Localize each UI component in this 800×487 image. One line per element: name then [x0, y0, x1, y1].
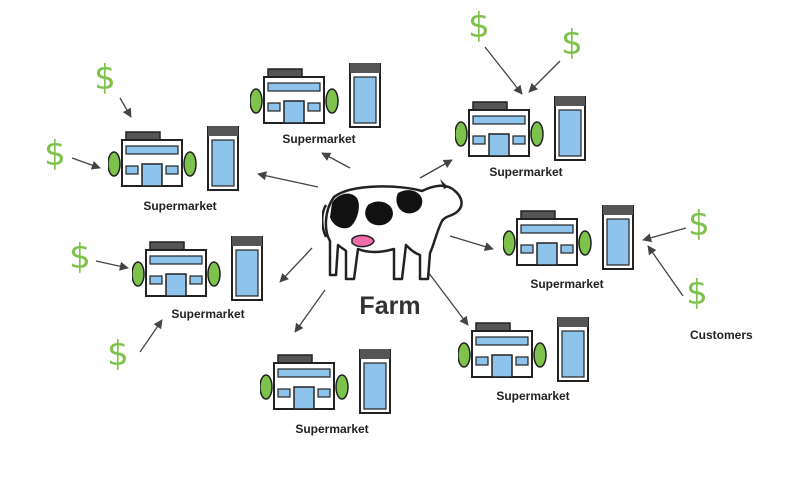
supermarket-label: Supermarket [496, 389, 570, 403]
supermarket-label: Supermarket [489, 165, 563, 179]
arrow-farm-to-supermarket-1 [257, 171, 319, 188]
customers-label: Customers [690, 328, 753, 342]
dollar-icon: $ [107, 334, 129, 374]
farm-label: Farm [359, 292, 421, 320]
arrow-farm-to-supermarket-3 [419, 159, 453, 179]
supermarket-icon [132, 236, 263, 301]
supermarket-icon [458, 317, 589, 382]
cow-icon [322, 179, 463, 281]
dollar-icon: $ [468, 6, 490, 46]
dollar-icon: $ [561, 23, 583, 63]
arrow-farm-to-supermarket-2 [321, 152, 351, 169]
arrow-dollar-to-supermarket-4b [647, 245, 684, 297]
arrow-farm-to-supermarket-6 [294, 289, 326, 333]
supermarket-icon [455, 96, 586, 161]
arrow-dollar-to-supermarket-2b [139, 319, 163, 353]
arrow-dollar-to-supermarket-1a [119, 97, 132, 118]
dollar-icon: $ [44, 134, 66, 174]
supermarket-label: Supermarket [171, 307, 245, 321]
supermarket-label: Supermarket [295, 422, 369, 436]
supermarket-icon [250, 63, 381, 128]
supermarket-icon [108, 126, 239, 191]
dollar-icon: $ [69, 237, 91, 277]
arrow-dollar-to-supermarket-3b [528, 60, 561, 93]
arrow-farm-to-supermarket-5 [424, 267, 469, 326]
supermarket-icon [260, 349, 391, 414]
supermarket-label: Supermarket [530, 277, 604, 291]
supermarket-icon [503, 205, 634, 270]
dollar-icon: $ [94, 58, 116, 98]
arrow-dollar-to-supermarket-1b [71, 157, 101, 170]
arrow-farm-to-supermarket-7 [279, 247, 313, 283]
dollar-icon: $ [688, 204, 710, 244]
supermarket-label: Supermarket [143, 199, 217, 213]
dollar-icon: $ [686, 273, 708, 313]
arrow-dollar-to-supermarket-2a [95, 260, 129, 271]
arrow-dollar-to-supermarket-3a [484, 46, 523, 95]
supermarket-label: Supermarket [282, 132, 356, 146]
arrow-farm-to-supermarket-4 [449, 235, 494, 251]
arrow-dollar-to-supermarket-4a [642, 227, 687, 243]
